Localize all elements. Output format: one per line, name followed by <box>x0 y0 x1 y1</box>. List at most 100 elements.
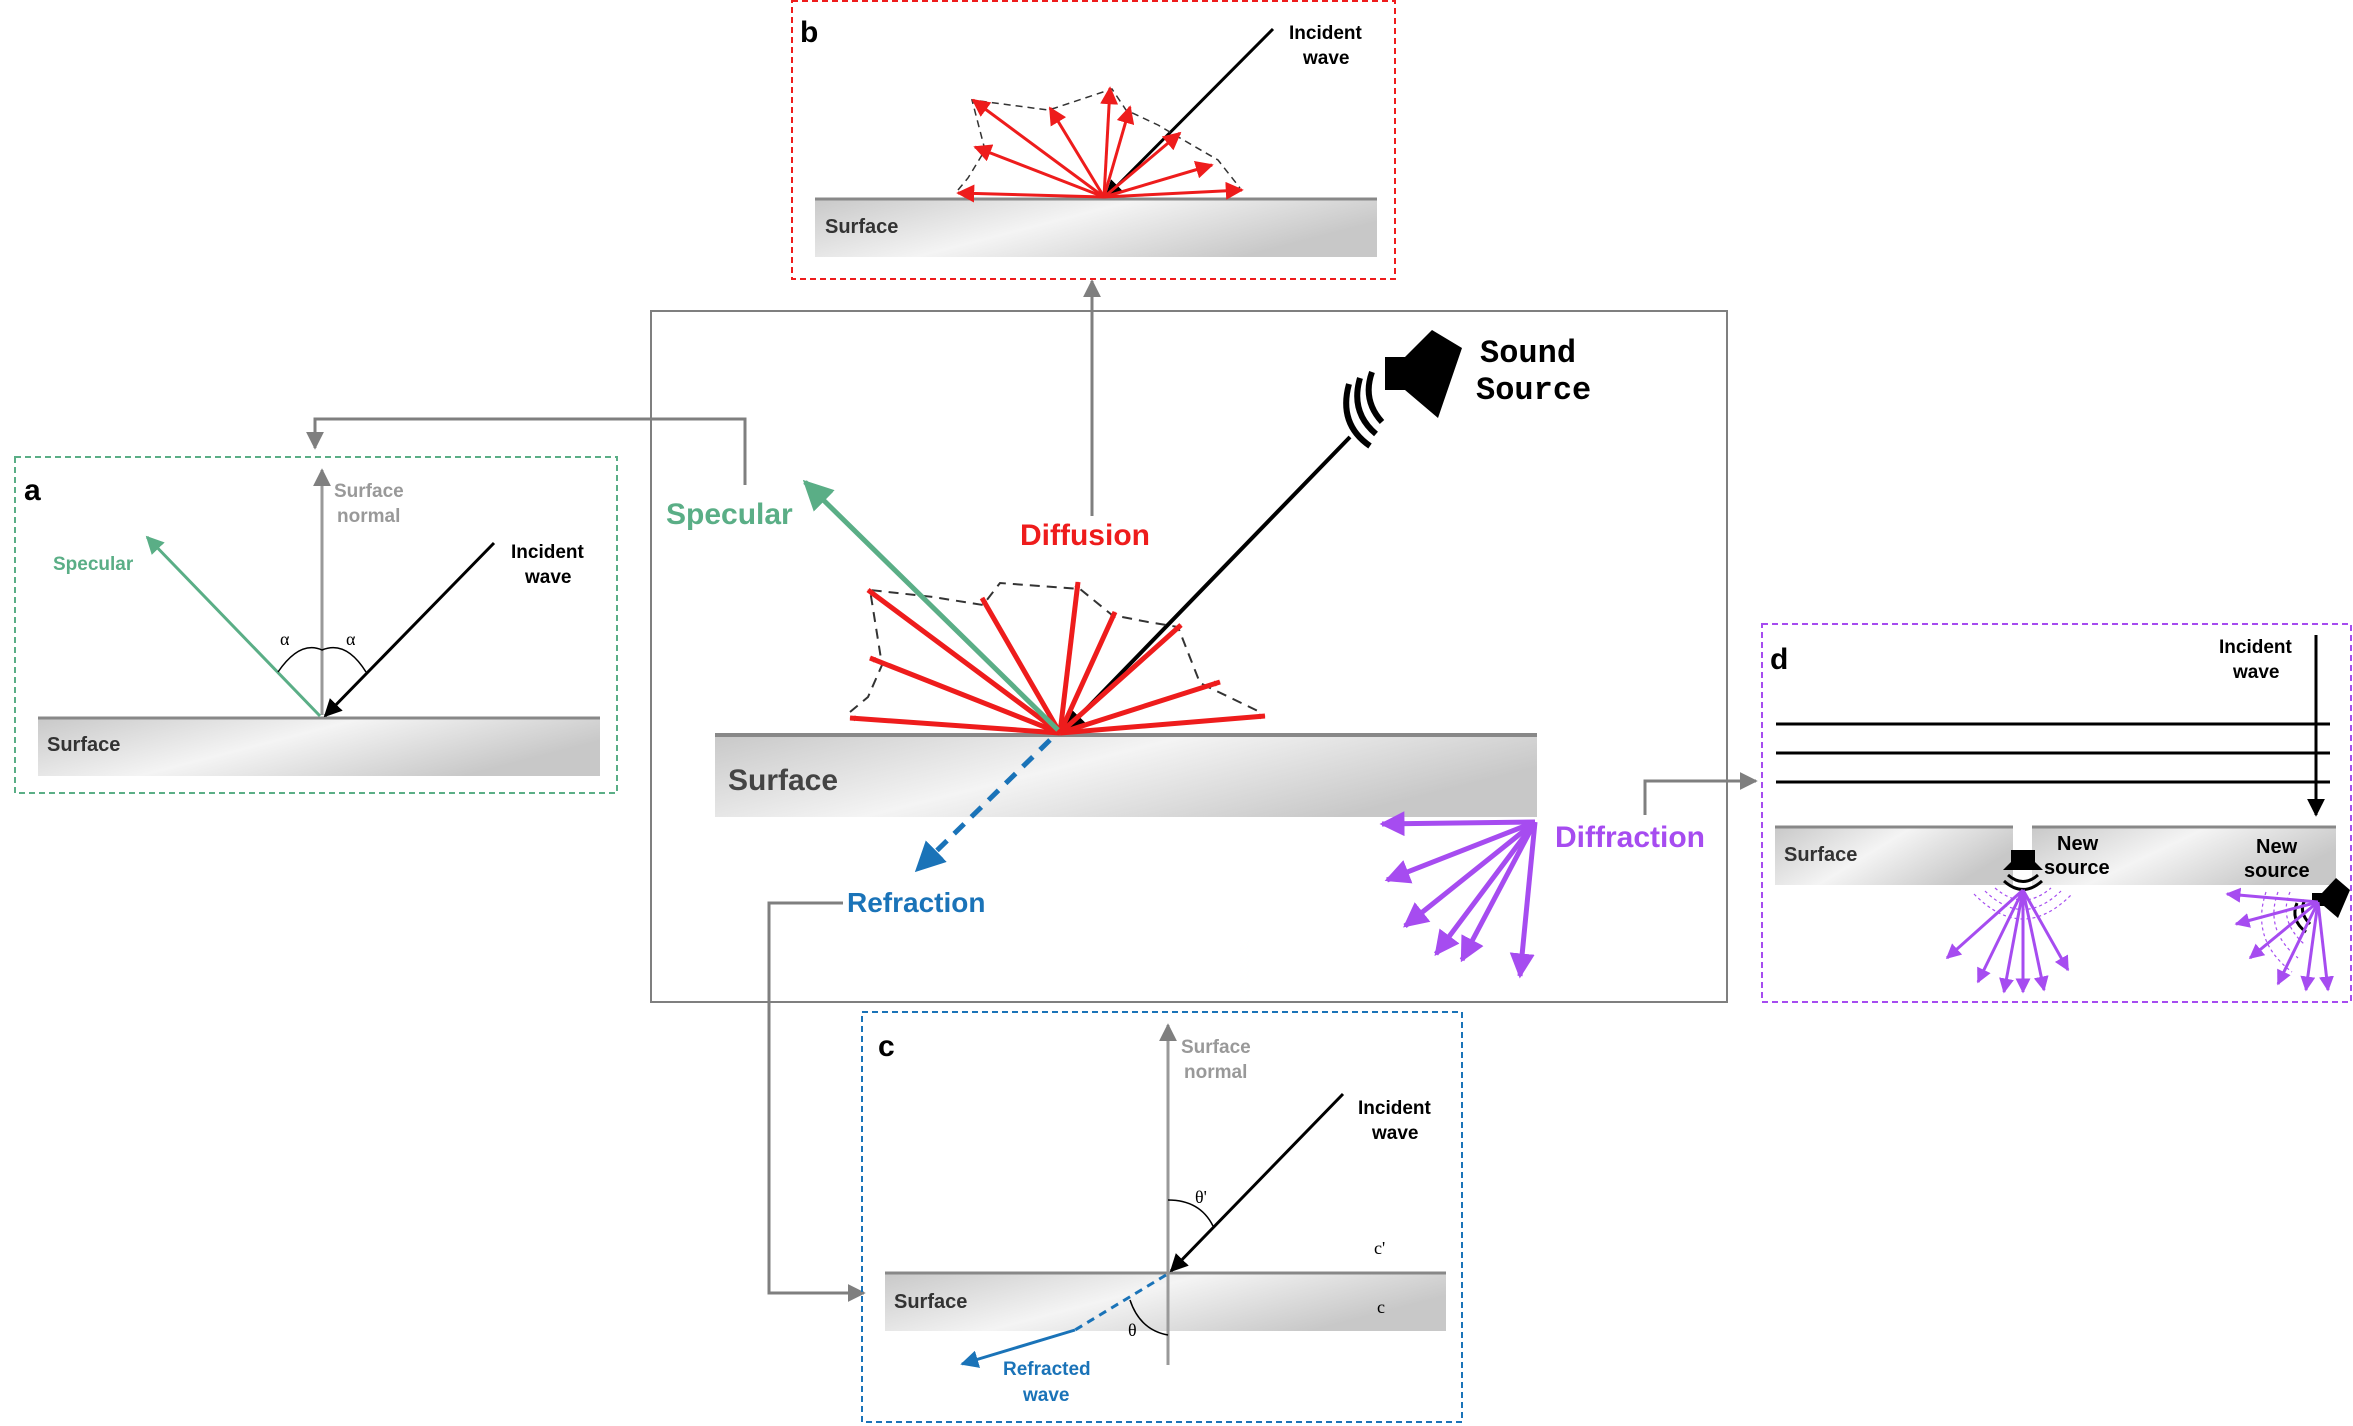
panel-a-normal-label-line2: normal <box>337 506 400 527</box>
panel-d-surface-label: Surface <box>1784 844 1857 866</box>
diffraction-arrow-6 <box>1509 821 1538 979</box>
diffraction-label: Diffraction <box>1555 821 1705 854</box>
panel-c-c-prime: c' <box>1374 1238 1385 1258</box>
sound-source-label-line2: Source <box>1476 372 1591 409</box>
panel-d-source-2-arrow-4 <box>2276 901 2320 986</box>
diffraction-arrow-3 <box>1403 820 1537 928</box>
main-surface <box>715 735 1537 817</box>
panel-d-source-2-arrow-2 <box>2234 900 2319 928</box>
panel-b-diffusion-arrow-1 <box>956 184 1105 203</box>
panel-c-normal-label-line2: normal <box>1184 1062 1247 1083</box>
panel-c-c: c <box>1377 1297 1385 1317</box>
sound-source-label-line1: Sound <box>1480 335 1576 372</box>
panel-b-diffusion-arrow-9 <box>1103 181 1244 200</box>
panel-d-source-2-arrow-1 <box>2225 887 2319 904</box>
diffusion-arrow-3 <box>866 587 1062 736</box>
panel-d-source-1-arrow-6 <box>2021 889 2070 972</box>
panel-d-new-source-2-line2: source <box>2244 860 2310 882</box>
panel-c-incident-label-line1: Incident <box>1358 1098 1432 1119</box>
panel-d-incident-label-line2: wave <box>2232 662 2279 683</box>
diffusion-arrow-1 <box>849 715 1061 736</box>
panel-d-new-source-1-arrows <box>1945 888 2070 994</box>
panel-d-new-source-1-speaker-icon <box>2003 850 2043 891</box>
panel-d-source-2-arrow-5 <box>2300 901 2320 992</box>
panel-d-incident-label-line1: Incident <box>2219 637 2293 658</box>
panel-d-source-1-arrow-2 <box>1976 889 2025 984</box>
panel-c-refracted-label-line2: wave <box>1022 1385 1069 1406</box>
connectors <box>306 279 1758 1302</box>
panel-b: b Surface Incident wave <box>791 0 1396 280</box>
connector-to-panel-c <box>767 901 866 1302</box>
diffusion-arrow-5 <box>1057 581 1081 734</box>
panel-b-diffusion-arrow-7 <box>1103 131 1182 199</box>
diffraction-arrows <box>1379 811 1538 979</box>
connector-to-panel-a <box>306 417 747 485</box>
panel-a-specular-label: Specular <box>53 554 134 575</box>
diffusion-arrow-6 <box>1057 610 1118 735</box>
diffusion-arrow-4 <box>979 596 1063 735</box>
panel-d-source-2-arrow-3 <box>2248 900 2319 960</box>
panel-b-diffusion-arrows <box>956 86 1244 203</box>
panel-b-diffusion-arrow-4 <box>1048 106 1106 198</box>
panel-d: d Incident wave Surface New source New s… <box>1761 623 2352 1003</box>
diffusion-arrow-9 <box>1059 713 1266 736</box>
speaker-icon <box>1343 330 1462 449</box>
panel-d-source-1-arrow-1 <box>1945 888 2025 960</box>
panel-a: a Surface Surface normal Incident wave S… <box>14 456 618 794</box>
main-specular-ray <box>802 479 1060 732</box>
diffusion-arrow-8 <box>1059 679 1221 736</box>
panel-c-surface-label: Surface <box>894 1291 967 1313</box>
panel-a-normal-label-line1: Surface <box>334 481 404 502</box>
panel-c-surface <box>885 1273 1446 1331</box>
main-refraction-ray <box>914 738 1052 873</box>
panel-b-incident-label-line2: wave <box>1302 48 1349 69</box>
panel-c-theta-arc <box>1129 1299 1169 1336</box>
panel-a-specular-ray <box>145 535 322 718</box>
panel-a-angle-arc <box>277 646 367 673</box>
diffusion-arrow-2 <box>869 655 1061 736</box>
panel-b-incident-wave <box>1104 27 1275 199</box>
specular-label: Specular <box>666 498 793 531</box>
panel-c-refracted-dashed <box>1074 1273 1167 1332</box>
panel-b-frame <box>791 0 1396 280</box>
panel-c-letter: c <box>878 1030 895 1063</box>
panel-b-diffusion-arrow-2 <box>973 144 1105 199</box>
panel-c-incident-label-line2: wave <box>1371 1123 1418 1144</box>
panel-b-diffusion-arrow-6 <box>1102 105 1135 198</box>
panel-b-diffusion-arrow-5 <box>1100 86 1119 198</box>
panel-c-frame <box>861 1011 1463 1423</box>
connector-to-panel-d <box>1643 772 1758 815</box>
panel-d-source-1-arrow-3 <box>1999 889 2025 994</box>
panel-c-theta-prime-arc <box>1167 1199 1214 1227</box>
panel-d-new-source-2-line1: New <box>2256 836 2298 858</box>
panel-d-letter: d <box>1770 643 1788 676</box>
panel-d-source-1-arrow-5 <box>2021 889 2049 992</box>
main-panel-frame <box>650 310 1728 1003</box>
diffusion-label: Diffusion <box>1020 519 1150 552</box>
panel-a-incident-label-line2: wave <box>524 567 571 588</box>
panel-a-surface <box>38 718 600 776</box>
panel-d-surface-left <box>1775 827 2013 885</box>
panel-d-source-2-arrow-6 <box>2316 901 2334 992</box>
main-surface-label: Surface <box>728 764 838 797</box>
panel-b-surface-label: Surface <box>825 216 898 238</box>
main-panel: Surface Sound Source Diffusion <box>650 310 1728 1003</box>
panel-a-alpha-right: α <box>346 629 356 649</box>
diffusion-arrows <box>849 581 1266 736</box>
panel-c-incident-wave <box>1169 1092 1345 1273</box>
panel-b-letter: b <box>800 16 818 49</box>
refraction-label: Refraction <box>847 887 985 918</box>
panel-c-normal-label-line1: Surface <box>1181 1037 1251 1058</box>
panel-a-incident-wave <box>323 541 496 718</box>
panel-b-surface <box>815 199 1377 257</box>
panel-b-diffusion-arrow-3 <box>971 98 1105 199</box>
diffusion-envelope <box>849 581 1263 714</box>
panel-d-surface-right <box>2032 827 2336 885</box>
main-incident-wave <box>1062 435 1352 734</box>
panel-c-refracted-label-line1: Refracted <box>1003 1359 1091 1380</box>
diffusion-arrow-7 <box>1058 623 1183 735</box>
panel-d-frame <box>1761 623 2352 1003</box>
panel-a-incident-label-line1: Incident <box>511 542 585 563</box>
panel-d-new-source-1-line2: source <box>2044 857 2110 879</box>
diffraction-arrow-4 <box>1434 820 1537 956</box>
